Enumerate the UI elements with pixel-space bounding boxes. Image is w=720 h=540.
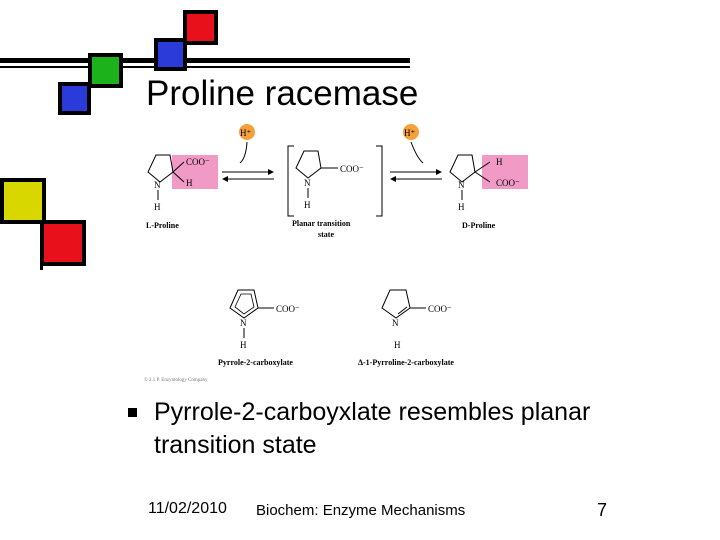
footer-date: 11/02/2010	[148, 500, 227, 517]
svg-text:H: H	[394, 340, 401, 350]
equilibrium-arrow-right	[390, 169, 442, 182]
svg-text:H: H	[186, 178, 193, 188]
svg-text:N: N	[154, 180, 161, 190]
svg-text:H⁺: H⁺	[240, 128, 251, 138]
bullet-text: Pyrrole-2-carboyxlate resembles planar t…	[154, 398, 591, 459]
svg-text:H: H	[458, 202, 465, 212]
bullet-marker	[128, 408, 137, 417]
svg-text:COO⁻: COO⁻	[276, 304, 300, 314]
svg-text:N: N	[304, 178, 311, 188]
slide-title: Proline racemase	[146, 74, 419, 113]
svg-text:COO⁻: COO⁻	[428, 304, 452, 314]
decor-bar-top	[0, 58, 410, 63]
svg-text:COO⁻: COO⁻	[340, 164, 364, 174]
decor-red-square-top	[183, 10, 218, 45]
svg-text:D-Proline: D-Proline	[462, 221, 496, 230]
pyrroline-structure: N COO⁻ H Δ-1-Pyrroline-2-carboxylate	[358, 289, 454, 367]
svg-text:N: N	[458, 180, 465, 190]
svg-text:COO⁻: COO⁻	[186, 157, 210, 167]
svg-text:COO⁻: COO⁻	[496, 178, 520, 188]
svg-text:Δ-1-Pyrroline-2-carboxylate: Δ-1-Pyrroline-2-carboxylate	[358, 358, 454, 367]
d-proline-structure: N H H COO⁻ D-Proline	[449, 154, 528, 230]
svg-text:Planar transition: Planar transition	[292, 219, 351, 228]
decor-yellow-square	[0, 178, 46, 224]
reaction-figure: H⁺ H⁺ N H COO⁻ H L-Proline N H COO⁻ Plan…	[144, 124, 528, 383]
svg-text:Pyrrole-2-carboxylate: Pyrrole-2-carboxylate	[218, 358, 293, 367]
proton-icon	[403, 124, 419, 140]
equilibrium-arrow-left	[222, 169, 274, 182]
svg-text:H: H	[154, 202, 161, 212]
svg-text:H⁺: H⁺	[404, 128, 415, 138]
svg-text:N: N	[240, 318, 247, 328]
decor-red-square-left	[40, 220, 86, 266]
proton-icon	[239, 124, 255, 140]
l-proline-structure: N H COO⁻ H L-Proline	[146, 154, 218, 230]
decor-green-square	[88, 53, 123, 88]
decor-bar-top-2	[0, 66, 410, 68]
svg-text:L-Proline: L-Proline	[146, 221, 179, 230]
decor-blue-square-top	[154, 38, 187, 71]
pyrrole-structure: N H COO⁻ Pyrrole-2-carboxylate	[218, 289, 300, 367]
page-number: 7	[597, 500, 608, 520]
svg-text:state: state	[318, 230, 334, 239]
footer-title: Biochem: Enzyme Mechanisms	[256, 502, 466, 519]
planar-transition-structure: N H COO⁻ Planar transition state	[287, 145, 383, 239]
copyright-note: © 2.1 P. Enzymology Company	[144, 377, 208, 383]
svg-text:N: N	[392, 318, 399, 328]
decor-blue-square-left	[58, 82, 91, 115]
svg-text:H: H	[496, 157, 503, 167]
svg-text:H: H	[304, 200, 311, 210]
svg-text:H: H	[240, 340, 247, 350]
